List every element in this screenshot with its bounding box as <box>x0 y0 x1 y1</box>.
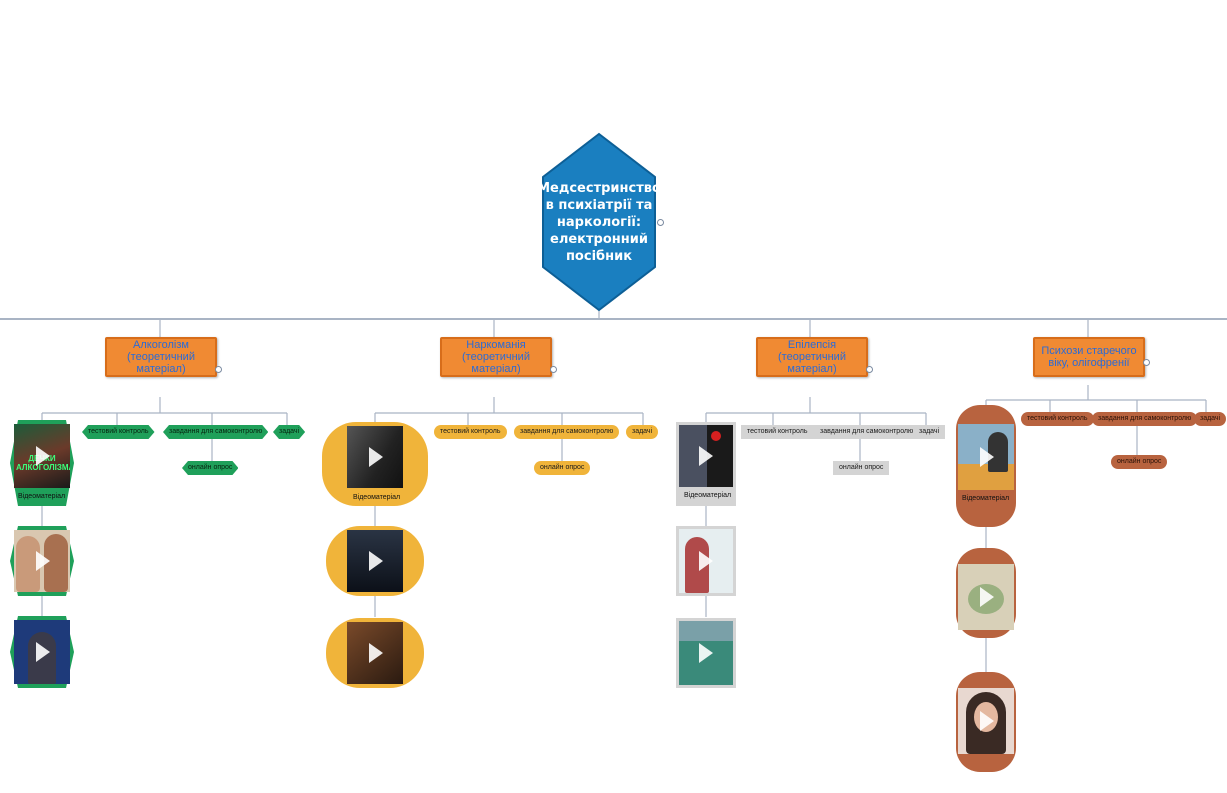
topic-senile-psychoses-expand-icon[interactable] <box>1143 359 1150 366</box>
root-topic-label: Медсестринство в психіатрії та наркологі… <box>537 180 661 264</box>
play-icon <box>980 587 994 607</box>
topic-alcoholism-expand-icon[interactable] <box>215 366 222 373</box>
senile-psychoses-video-2-thumbnail[interactable] <box>958 564 1014 630</box>
alcoholism-video-caption: Відеоматеріал <box>18 493 66 500</box>
drug-addiction-video-1-thumbnail[interactable] <box>347 426 403 488</box>
topic-drug-addiction[interactable]: Наркоманія (теоретичний матеріал) <box>440 337 552 377</box>
play-icon <box>699 643 713 663</box>
topic-drug-addiction-expand-icon[interactable] <box>550 366 557 373</box>
play-icon <box>36 446 50 466</box>
epilepsy-video-caption: Відеоматеріал <box>684 492 732 499</box>
alcoholism-online-survey[interactable]: онлайн опрос <box>182 461 238 475</box>
drug-addiction-self-control-tasks[interactable]: завдання для самоконтролю <box>514 425 620 439</box>
drug-addiction-test-control[interactable]: тестовий контроль <box>434 425 507 439</box>
epilepsy-test-control[interactable]: тестовий контроль <box>741 425 814 439</box>
alcoholism-video-1-thumbnail[interactable]: ДЕЧКИ АЛКОГОЛІЗМА <box>14 424 70 488</box>
play-icon <box>980 447 994 467</box>
epilepsy-self-control-tasks[interactable]: завдання для самоконтролю <box>814 425 920 439</box>
epilepsy-online-survey[interactable]: онлайн опрос <box>833 461 890 475</box>
play-icon <box>36 642 50 662</box>
topic-alcoholism[interactable]: Алкоголізм (теоретичний матеріал) <box>105 337 217 377</box>
play-icon <box>699 551 713 571</box>
root-hexagon[interactable] <box>541 132 657 312</box>
play-icon <box>369 551 383 571</box>
play-icon <box>980 711 994 731</box>
root-expand-icon[interactable] <box>657 219 664 226</box>
topic-epilepsy[interactable]: Епілепсія (теоретичний матеріал) <box>756 337 868 377</box>
topic-senile-psychoses[interactable]: Психози старечого віку, олігофренії <box>1033 337 1145 377</box>
senile-psychoses-video-caption: Відеоматеріал <box>962 495 1010 502</box>
epilepsy-video-2-thumbnail[interactable] <box>679 529 733 593</box>
senile-psychoses-video-1-thumbnail[interactable] <box>958 424 1014 490</box>
epilepsy-tasks[interactable]: задачі <box>913 425 946 439</box>
drug-addiction-video-caption: Відеоматеріал <box>353 494 401 501</box>
topic-epilepsy-expand-icon[interactable] <box>866 366 873 373</box>
alcoholism-video-2-thumbnail[interactable] <box>14 530 70 592</box>
alcoholism-video-3-thumbnail[interactable] <box>14 620 70 684</box>
senile-psychoses-test-control[interactable]: тестовий контроль <box>1021 412 1094 426</box>
alcoholism-tasks[interactable]: задачі <box>273 425 305 439</box>
alcoholism-self-control-tasks[interactable]: завдання для самоконтролю <box>163 425 268 439</box>
senile-psychoses-video-3-thumbnail[interactable] <box>958 688 1014 754</box>
drug-addiction-video-3-thumbnail[interactable] <box>347 622 403 684</box>
play-icon <box>36 551 50 571</box>
play-icon <box>369 447 383 467</box>
senile-psychoses-online-survey[interactable]: онлайн опрос <box>1111 455 1168 469</box>
epilepsy-video-1-thumbnail[interactable] <box>679 425 733 487</box>
alcoholism-test-control[interactable]: тестовий контроль <box>82 425 155 439</box>
senile-psychoses-self-control-tasks[interactable]: завдання для самоконтролю <box>1092 412 1198 426</box>
epilepsy-video-3-thumbnail[interactable] <box>679 621 733 685</box>
play-icon <box>369 643 383 663</box>
drug-addiction-tasks[interactable]: задачі <box>626 425 659 439</box>
play-icon <box>699 446 713 466</box>
drug-addiction-video-2-thumbnail[interactable] <box>347 530 403 592</box>
senile-psychoses-tasks[interactable]: задачі <box>1194 412 1227 426</box>
drug-addiction-online-survey[interactable]: онлайн опрос <box>534 461 591 475</box>
